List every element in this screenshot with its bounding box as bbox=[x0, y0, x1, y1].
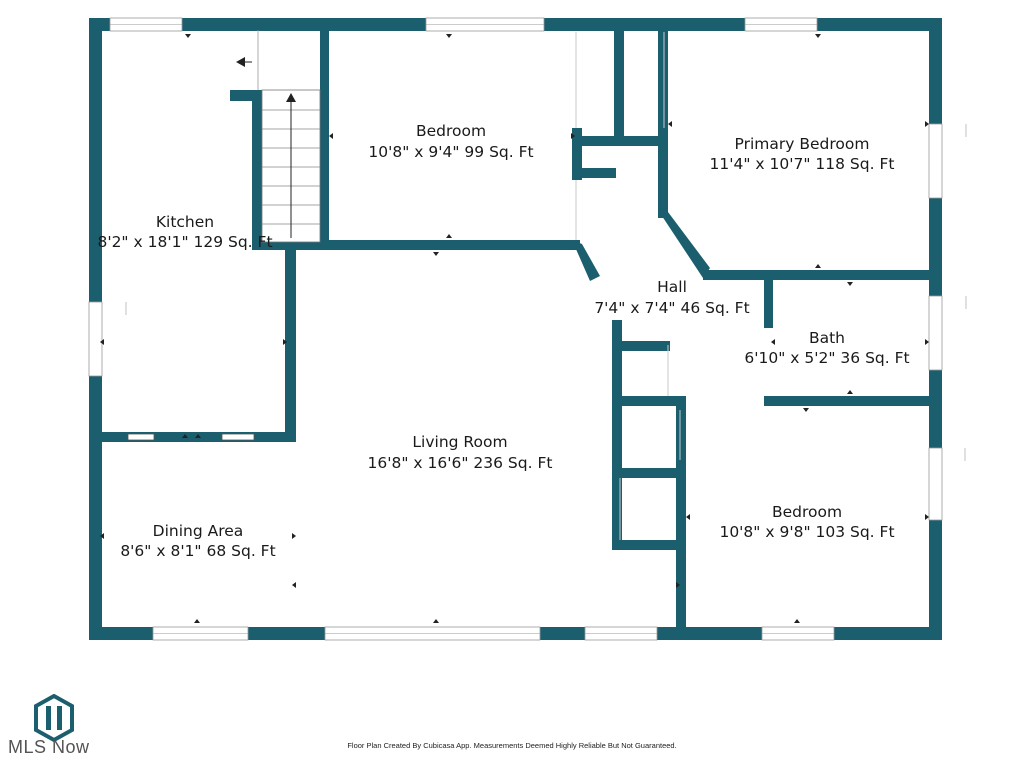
window bbox=[928, 123, 943, 199]
dimension-marker-icon bbox=[676, 582, 680, 588]
dimension-marker-icon bbox=[771, 339, 775, 345]
dimension-markers bbox=[100, 34, 929, 623]
wall bbox=[676, 396, 686, 628]
dimension-marker-icon bbox=[847, 282, 853, 286]
dimension-marker-icon bbox=[446, 234, 452, 238]
wall bbox=[612, 540, 686, 550]
room-dimensions-hall: 7'4" x 7'4" 46 Sq. Ft bbox=[594, 299, 749, 317]
room-dimensions-dining-area: 8'6" x 8'1" 68 Sq. Ft bbox=[120, 542, 275, 560]
dimension-marker-icon bbox=[182, 434, 188, 438]
dimension-marker-icon bbox=[803, 408, 809, 412]
logo-bar bbox=[57, 706, 62, 730]
opening-marker bbox=[127, 433, 155, 441]
stair-arrow-icon bbox=[286, 93, 296, 102]
dimension-marker-icon bbox=[292, 533, 296, 539]
wall bbox=[320, 28, 329, 244]
dimension-marker-icon bbox=[446, 34, 452, 38]
wall bbox=[764, 396, 941, 406]
dimension-marker-icon bbox=[668, 121, 672, 127]
window bbox=[928, 295, 943, 371]
stairs bbox=[236, 30, 681, 540]
wall bbox=[252, 240, 580, 250]
room-dimensions-kitchen: 8'2" x 18'1" 129 Sq. Ft bbox=[97, 233, 272, 251]
wall bbox=[612, 396, 686, 406]
dimension-marker-icon bbox=[433, 252, 439, 256]
room-label-bath: Bath bbox=[809, 329, 845, 347]
room-label-living-room: Living Room bbox=[412, 433, 507, 451]
dimension-marker-icon bbox=[847, 390, 853, 394]
room-dimensions-primary-bedroom: 11'4" x 10'7" 118 Sq. Ft bbox=[710, 155, 895, 173]
window bbox=[88, 301, 103, 377]
windows bbox=[88, 17, 967, 641]
room-dimensions-living-room: 16'8" x 16'6" 236 Sq. Ft bbox=[368, 454, 553, 472]
dimension-marker-icon bbox=[925, 514, 929, 520]
wall bbox=[614, 28, 624, 138]
room-dining-area: Dining Area 8'6" x 8'1" 68 Sq. Ft bbox=[120, 522, 275, 560]
dimension-marker-icon bbox=[329, 133, 333, 139]
wall bbox=[658, 28, 668, 218]
dimension-marker-icon bbox=[195, 434, 201, 438]
wall bbox=[572, 128, 582, 180]
opening-marker bbox=[221, 433, 255, 441]
window bbox=[928, 447, 943, 521]
wall bbox=[703, 270, 941, 280]
dimension-marker-icon bbox=[794, 619, 800, 623]
mls-now-logo-icon bbox=[34, 694, 74, 743]
room-primary-bedroom: Primary Bedroom 11'4" x 10'7" 118 Sq. Ft bbox=[710, 135, 895, 173]
dimension-marker-icon bbox=[185, 34, 191, 38]
room-bedroom-upper: Bedroom 10'8" x 9'4" 99 Sq. Ft bbox=[368, 122, 533, 161]
room-dimensions-bath: 6'10" x 5'2" 36 Sq. Ft bbox=[744, 349, 909, 367]
room-label-primary-bedroom: Primary Bedroom bbox=[735, 135, 870, 153]
room-label-bedroom: Bedroom bbox=[772, 503, 842, 521]
logo-hexagon bbox=[34, 694, 74, 743]
wall bbox=[576, 168, 616, 178]
logo-bar bbox=[46, 706, 51, 730]
room-bedroom-lower: Bedroom 10'8" x 9'8" 103 Sq. Ft bbox=[719, 503, 894, 541]
dimension-marker-icon bbox=[283, 339, 287, 345]
wall bbox=[252, 90, 262, 250]
wall bbox=[230, 90, 258, 101]
wall bbox=[764, 276, 773, 328]
wall bbox=[658, 210, 710, 278]
room-dimensions-bedroom: 10'8" x 9'8" 103 Sq. Ft bbox=[719, 523, 894, 541]
dimension-marker-icon bbox=[571, 133, 575, 139]
logo-text: MLS Now bbox=[8, 737, 90, 757]
dimension-marker-icon bbox=[433, 619, 439, 623]
dimension-marker-icon bbox=[194, 619, 200, 623]
wall bbox=[576, 136, 668, 146]
footer-disclaimer: Floor Plan Created By Cubicasa App. Meas… bbox=[347, 741, 677, 750]
dimension-marker-icon bbox=[925, 121, 929, 127]
logo-mark bbox=[34, 694, 74, 743]
dimension-marker-icon bbox=[686, 514, 690, 520]
dimension-marker-icon bbox=[925, 339, 929, 345]
room-label-dining-area: Dining Area bbox=[153, 522, 244, 540]
wall bbox=[618, 468, 686, 478]
wall bbox=[612, 320, 622, 548]
room-label-kitchen: Kitchen bbox=[156, 213, 214, 231]
room-label-hall: Hall bbox=[657, 278, 687, 296]
dimension-marker-icon bbox=[815, 264, 821, 268]
dimension-marker-icon bbox=[100, 533, 104, 539]
room-living-room: Living Room 16'8" x 16'6" 236 Sq. Ft bbox=[368, 433, 553, 472]
dimension-marker-icon bbox=[100, 339, 104, 345]
room-bath: Bath 6'10" x 5'2" 36 Sq. Ft bbox=[744, 329, 909, 367]
dimension-marker-icon bbox=[292, 582, 296, 588]
wall bbox=[285, 244, 296, 442]
dimension-marker-icon bbox=[815, 34, 821, 38]
room-hall: Hall 7'4" x 7'4" 46 Sq. Ft bbox=[594, 278, 749, 317]
room-kitchen: Kitchen 8'2" x 18'1" 129 Sq. Ft bbox=[97, 213, 272, 251]
room-label-bedroom: Bedroom bbox=[416, 122, 486, 140]
landing-arrow-icon bbox=[236, 57, 245, 67]
wall bbox=[618, 341, 670, 351]
room-dimensions-bedroom: 10'8" x 9'4" 99 Sq. Ft bbox=[368, 143, 533, 161]
wall bbox=[572, 240, 600, 281]
